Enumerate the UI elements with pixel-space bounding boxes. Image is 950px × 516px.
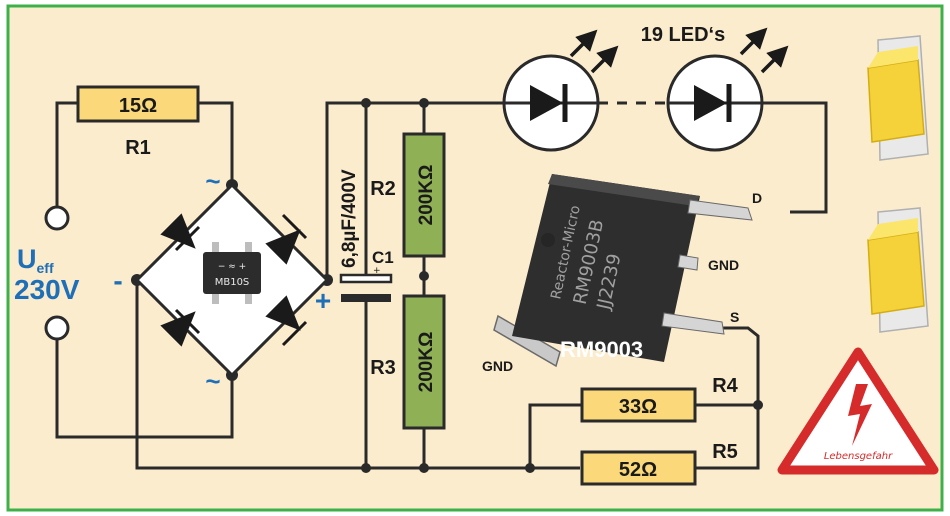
r1-name: R1 [125,137,151,159]
warning-sign [777,347,939,475]
mb10s-label: MB10S [215,277,250,288]
resistor-r5 [580,450,697,486]
r1-value: 15Ω [119,95,157,117]
voltage-label: 230V [14,274,80,305]
resistor-r1 [76,85,200,123]
r3-name: R3 [370,357,396,379]
r3-value: 200KΩ [416,332,437,393]
input-terminal-top [44,205,70,231]
c1-value: 6,8µF/400V [339,169,360,268]
c1-plus-mark: + [373,266,381,276]
plus-symbol: + [315,285,331,316]
capacitor-c1 [339,273,393,302]
minus-symbol: - [113,265,122,296]
ueff-label: Ueff [17,244,54,276]
rm9003-ic: Reactor-Micro RM9003B JJ2239 [493,174,753,368]
bridge-rectifier: − ≈ + MB10S [134,182,330,378]
led-2-emission-arrows [739,27,789,74]
led-count-label: 19 LED‘s [641,24,725,46]
led-1 [502,54,600,152]
ac-symbol-bottom: ~ [205,366,220,396]
smd-led-picture-bottom [867,207,929,333]
warning-text: Lebensgefahr [824,451,893,462]
ac-symbol-top: ~ [205,166,220,196]
r5-name: R5 [712,441,738,463]
ic-tab-gnd: GND [482,358,513,374]
r4-value: 33Ω [619,396,657,418]
r4-name: R4 [712,375,738,397]
ic-pin-d: D [752,190,762,206]
c1-name: C1 [372,248,394,267]
wires [55,101,828,470]
led-1-emission-arrows [569,29,619,74]
resistor-r3 [402,294,446,430]
mb10s-chip [203,252,261,294]
led-2 [666,54,764,152]
r2-name: R2 [370,178,396,200]
resistor-r4 [580,387,697,423]
r5-value: 52Ω [619,459,657,481]
lightning-icon [848,384,872,446]
ic-name: RM9003 [560,337,643,362]
ic-pin-s: S [730,309,739,325]
mb10s-marks: − ≈ + [218,262,246,272]
ic-pin-gnd: GND [708,257,739,273]
smd-led-picture-top [867,35,929,161]
input-terminal-bottom [44,315,70,341]
r2-value: 200KΩ [416,165,437,226]
resistor-r2 [402,132,446,258]
